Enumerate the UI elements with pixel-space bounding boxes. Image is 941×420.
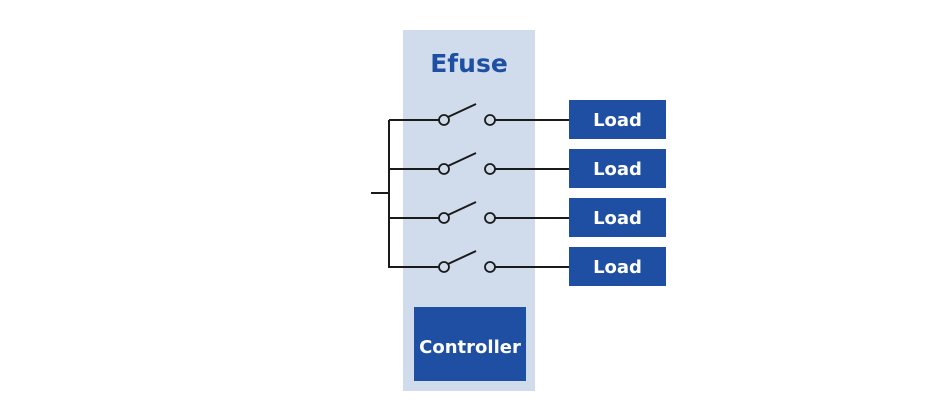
switch-contact-left bbox=[438, 163, 450, 175]
load-label: Load bbox=[593, 159, 642, 180]
switch-contact-left bbox=[438, 261, 450, 273]
switch-lever bbox=[447, 152, 477, 167]
controller-label: Controller bbox=[419, 337, 521, 358]
controller-block: Controller bbox=[414, 307, 526, 381]
load-label: Load bbox=[593, 208, 642, 229]
switch-contact-left bbox=[438, 212, 450, 224]
switch-contact-left bbox=[438, 114, 450, 126]
efuse-title: Efuse bbox=[430, 49, 508, 78]
switch-lever bbox=[447, 250, 477, 265]
load-label: Load bbox=[593, 257, 642, 278]
controller-box bbox=[414, 307, 526, 381]
switch-channel-1: Load bbox=[389, 100, 666, 139]
input-bus bbox=[371, 120, 390, 268]
load-box bbox=[569, 100, 666, 139]
load-box bbox=[569, 198, 666, 237]
switch-channel-4: Load bbox=[389, 247, 666, 286]
load-box bbox=[569, 149, 666, 188]
switch-lever bbox=[447, 201, 477, 216]
switch-channel-2: Load bbox=[389, 149, 666, 188]
load-label: Load bbox=[593, 110, 642, 131]
switch-lever bbox=[447, 103, 477, 118]
switch-channel-3: Load bbox=[389, 198, 666, 237]
load-box bbox=[569, 247, 666, 286]
